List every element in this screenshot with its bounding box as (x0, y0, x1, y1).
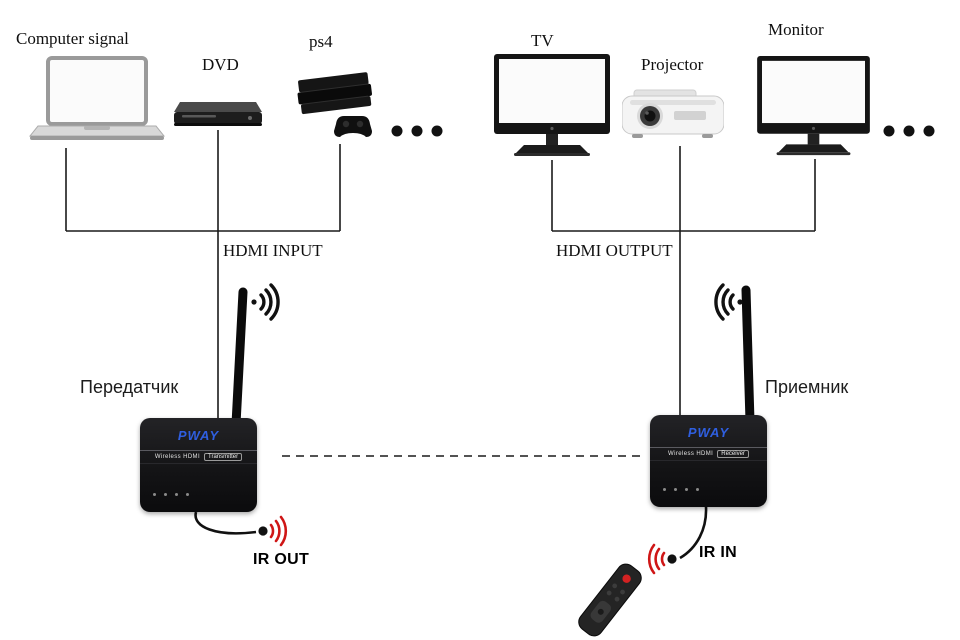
transmitter-label-band: Wireless HDMI Transmitter (140, 450, 257, 464)
ps4-controller-icon (334, 116, 372, 137)
transmitter-antenna-icon (231, 287, 248, 429)
transmitter-badge: Transmitter (204, 453, 243, 461)
monitor-label: Monitor (768, 20, 824, 39)
receiver-brand-logo: PWAY (687, 425, 730, 440)
transmitter-led-indicators (153, 493, 189, 496)
ir-in-label: IR IN (699, 544, 737, 561)
hdmi-output-label: HDMI OUTPUT (556, 241, 673, 260)
monitor-icon (757, 56, 870, 156)
transmitter-brand-logo: PWAY (177, 428, 220, 443)
hdmi-output-connector (551, 146, 816, 415)
projector-label: Projector (641, 55, 704, 74)
computer-signal-label: Computer signal (16, 29, 129, 48)
receiver-label-band: Wireless HDMI Receiver (650, 447, 767, 461)
transmitter-device: PWAY Wireless HDMI Transmitter (140, 418, 257, 512)
receiver-device: PWAY Wireless HDMI Receiver (650, 415, 767, 507)
remote-control-icon (578, 563, 642, 637)
hdmi-input-connector (65, 130, 341, 418)
ir-out-label: IR OUT (253, 551, 310, 568)
receiver-led-indicators (663, 488, 699, 491)
transmitter-signal-icon (251, 283, 280, 321)
receiver-badge: Receiver (717, 450, 749, 458)
transmitter-product-line: Wireless HDMI (154, 454, 201, 460)
receiver-product-line: Wireless HDMI (668, 451, 714, 457)
laptop-icon (28, 56, 166, 140)
dvd-player-icon (174, 102, 262, 126)
ellipsis-icon-left (391, 125, 443, 137)
hdmi-input-label: HDMI INPUT (223, 241, 323, 260)
tv-label: TV (531, 31, 554, 50)
receiver-antenna-icon (741, 285, 755, 426)
receiver-name-label: Приемник (765, 377, 849, 397)
transmitter-name-label: Передатчик (80, 377, 179, 397)
dvd-label: DVD (202, 55, 239, 74)
receiver-signal-icon (714, 283, 743, 321)
projector-icon (622, 89, 724, 138)
ps4-console-icon (297, 72, 372, 137)
ellipsis-icon-right (883, 125, 935, 137)
tv-icon (494, 54, 610, 156)
ir-out-emitter-icon (194, 511, 288, 547)
ps4-label: ps4 (309, 32, 333, 51)
